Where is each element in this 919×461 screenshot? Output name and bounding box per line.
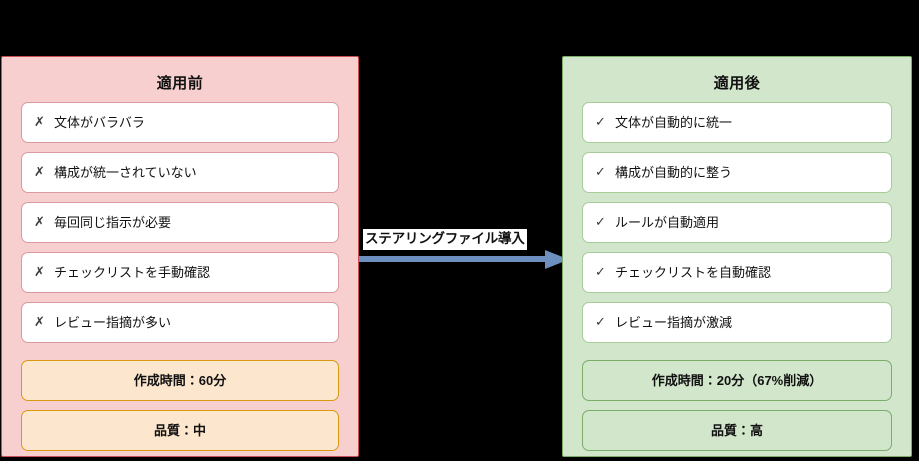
list-item-label: 毎回同じ指示が必要 bbox=[54, 215, 172, 230]
list-item: ✓ チェックリストを自動確認 bbox=[582, 252, 892, 293]
list-item-label: ルールが自動適用 bbox=[615, 215, 720, 230]
list-item-label: レビュー指摘が多い bbox=[54, 315, 172, 330]
list-item: ✗ チェックリストを手動確認 bbox=[21, 252, 339, 293]
list-item-label: 構成が統一されていない bbox=[54, 165, 197, 180]
before-summary-time: 作成時間：60分 bbox=[21, 360, 339, 401]
before-panel-title: 適用前 bbox=[156, 75, 204, 92]
spacer bbox=[21, 352, 339, 360]
before-panel: 適用前 ✗ 文体がバラバラ ✗ 構成が統一されていない ✗ 毎回同じ指示が必要 … bbox=[1, 56, 359, 457]
check-mark-icon: ✓ bbox=[595, 315, 606, 330]
arrow-label: ステアリングファイル導入 bbox=[363, 229, 527, 251]
after-summary-time: 作成時間：20分（67%削減） bbox=[582, 360, 892, 401]
list-item: ✓ ルールが自動適用 bbox=[582, 202, 892, 243]
check-mark-icon: ✓ bbox=[595, 115, 606, 130]
list-item: ✗ 構成が統一されていない bbox=[21, 152, 339, 193]
before-item-list: ✗ 文体がバラバラ ✗ 構成が統一されていない ✗ 毎回同じ指示が必要 ✗ チェ… bbox=[2, 102, 358, 451]
list-item: ✓ 構成が自動的に整う bbox=[582, 152, 892, 193]
list-item: ✓ 文体が自動的に統一 bbox=[582, 102, 892, 143]
cross-mark-icon: ✗ bbox=[34, 115, 45, 130]
list-item: ✓ レビュー指摘が激減 bbox=[582, 302, 892, 343]
list-item-label: 文体がバラバラ bbox=[54, 115, 145, 130]
cross-mark-icon: ✗ bbox=[34, 315, 45, 330]
check-mark-icon: ✓ bbox=[595, 215, 606, 230]
list-item: ✗ 毎回同じ指示が必要 bbox=[21, 202, 339, 243]
after-summary-quality: 品質：高 bbox=[582, 410, 892, 451]
list-item: ✗ 文体がバラバラ bbox=[21, 102, 339, 143]
list-item-label: レビュー指摘が激減 bbox=[615, 315, 733, 330]
cross-mark-icon: ✗ bbox=[34, 265, 45, 280]
spacer bbox=[582, 352, 892, 360]
list-item: ✗ レビュー指摘が多い bbox=[21, 302, 339, 343]
arrow-right-icon bbox=[359, 250, 569, 269]
transition-arrow-group: ステアリングファイル導入 bbox=[359, 228, 569, 269]
after-item-list: ✓ 文体が自動的に統一 ✓ 構成が自動的に整う ✓ ルールが自動適用 ✓ チェッ… bbox=[563, 102, 911, 451]
after-panel: 適用後 ✓ 文体が自動的に統一 ✓ 構成が自動的に整う ✓ ルールが自動適用 ✓… bbox=[562, 56, 912, 457]
before-summary-quality: 品質：中 bbox=[21, 410, 339, 451]
check-mark-icon: ✓ bbox=[595, 165, 606, 180]
list-item-label: 文体が自動的に統一 bbox=[615, 115, 733, 130]
list-item-label: チェックリストを自動確認 bbox=[615, 265, 772, 280]
cross-mark-icon: ✗ bbox=[34, 215, 45, 230]
list-item-label: チェックリストを手動確認 bbox=[54, 265, 211, 280]
cross-mark-icon: ✗ bbox=[34, 165, 45, 180]
after-panel-title: 適用後 bbox=[713, 75, 761, 92]
list-item-label: 構成が自動的に整う bbox=[615, 165, 733, 180]
check-mark-icon: ✓ bbox=[595, 265, 606, 280]
